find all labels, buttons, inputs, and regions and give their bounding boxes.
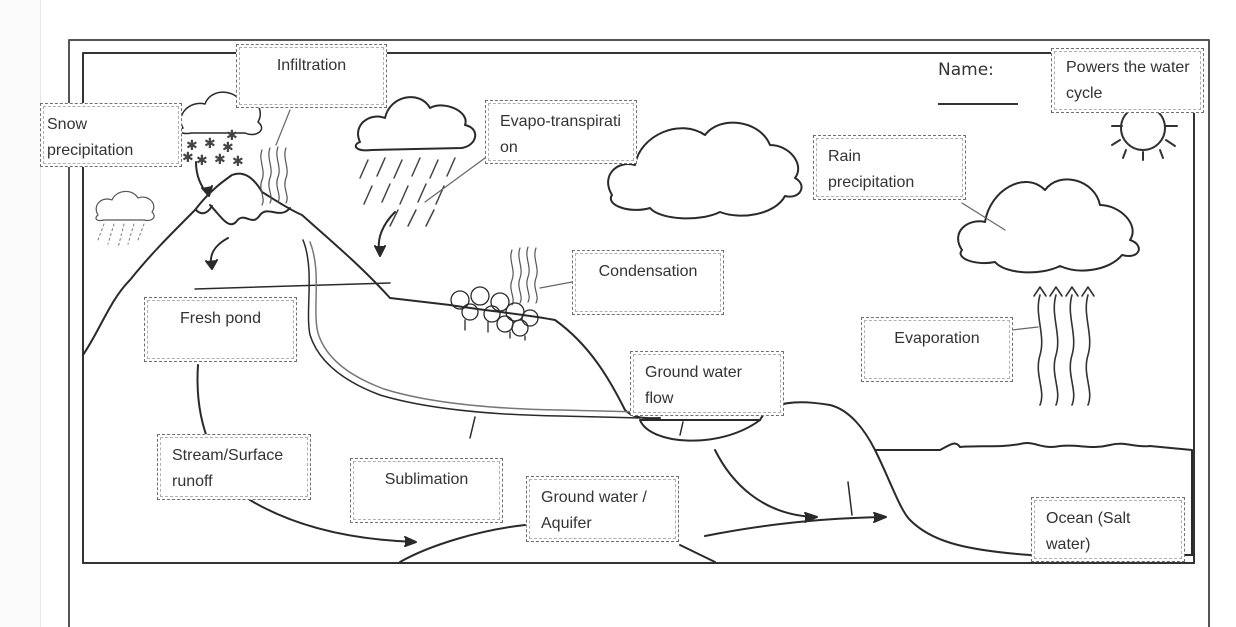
evaporation-wavy-lines xyxy=(1033,286,1095,406)
rain-arrowhead xyxy=(374,245,386,257)
label-snow-precipitation: Snow precipitation xyxy=(40,103,182,167)
svg-text:✱: ✱ xyxy=(182,150,194,166)
small-cloud-rain xyxy=(97,223,145,249)
mountain-outline xyxy=(82,172,661,420)
rain-streaks xyxy=(359,157,456,227)
tree-wavy-lines xyxy=(510,246,538,306)
sun-icon xyxy=(1111,105,1178,161)
svg-text:✱: ✱ xyxy=(222,140,234,156)
trees xyxy=(450,286,539,341)
svg-text:✱: ✱ xyxy=(186,138,198,154)
label-condensation: Condensation xyxy=(572,250,724,315)
snow-cap-left xyxy=(195,205,213,215)
name-label: Name: xyxy=(938,60,994,80)
label-ground-water-aquifer: Ground water / Aquifer xyxy=(526,476,679,542)
evapotranspiration-pointer xyxy=(424,157,486,203)
groundwater-flow-arrow-2 xyxy=(704,516,886,537)
svg-text:✱: ✱ xyxy=(204,136,216,152)
aquifer-mound xyxy=(399,524,526,563)
ocean-tick xyxy=(847,481,853,516)
rain-cloud-left xyxy=(354,96,477,152)
label-stream-surface-runoff: Stream/Surface runoff xyxy=(157,434,311,500)
large-cloud-right xyxy=(957,178,1140,274)
condensation-pointer xyxy=(539,281,573,289)
label-rain-precipitation: Rain precipitation xyxy=(813,135,966,200)
label-ocean-salt-water: Ocean (Salt water) xyxy=(1031,497,1185,562)
svg-text:✱: ✱ xyxy=(196,153,208,169)
groundwater-flow-arrow-1 xyxy=(714,449,816,518)
small-rain-cloud xyxy=(95,190,155,222)
svg-text:✱: ✱ xyxy=(214,152,226,168)
label-ground-water-flow: Ground water flow xyxy=(630,351,784,416)
label-fresh-pond: Fresh pond xyxy=(144,297,297,362)
infiltration-pointer xyxy=(275,109,291,146)
label-infiltration: Infiltration xyxy=(236,44,387,108)
evaporation-pointer xyxy=(1011,326,1039,331)
large-cloud-center xyxy=(607,121,803,220)
mountain-wavy-lines xyxy=(260,146,288,206)
rain-cloud-pointer xyxy=(961,202,1006,231)
river-outer xyxy=(302,239,641,419)
ground-water-tick xyxy=(679,421,684,436)
groundwater-flow-arrowhead-2 xyxy=(873,512,887,523)
svg-text:✱: ✱ xyxy=(226,128,238,144)
label-evaporation: Evaporation xyxy=(861,317,1013,382)
outer-frame xyxy=(68,39,1210,627)
snow-arrowhead xyxy=(201,185,213,197)
snow-cap xyxy=(209,204,291,226)
ocean-hill xyxy=(759,401,1195,556)
snowflakes: ✱✱✱ ✱✱✱ ✱✱ xyxy=(182,128,244,170)
river-tick xyxy=(469,416,476,439)
stream-runoff-arrow xyxy=(196,364,416,543)
label-powers-water-cycle: Powers the water cycle xyxy=(1051,48,1204,113)
ground-water-pool xyxy=(639,419,761,442)
aquifer-right xyxy=(679,544,716,563)
label-evapotranspiration: Evapo-transpiration xyxy=(485,100,637,164)
stream-runoff-arrowhead xyxy=(404,536,417,547)
plateau-line xyxy=(194,282,391,290)
ocean-surface xyxy=(874,442,1193,556)
melt-arrowhead xyxy=(205,259,218,270)
name-write-line xyxy=(938,103,1018,105)
svg-text:✱: ✱ xyxy=(232,154,244,170)
label-sublimation: Sublimation xyxy=(350,458,503,523)
river-inner xyxy=(309,241,641,413)
left-margin-band xyxy=(0,0,41,627)
